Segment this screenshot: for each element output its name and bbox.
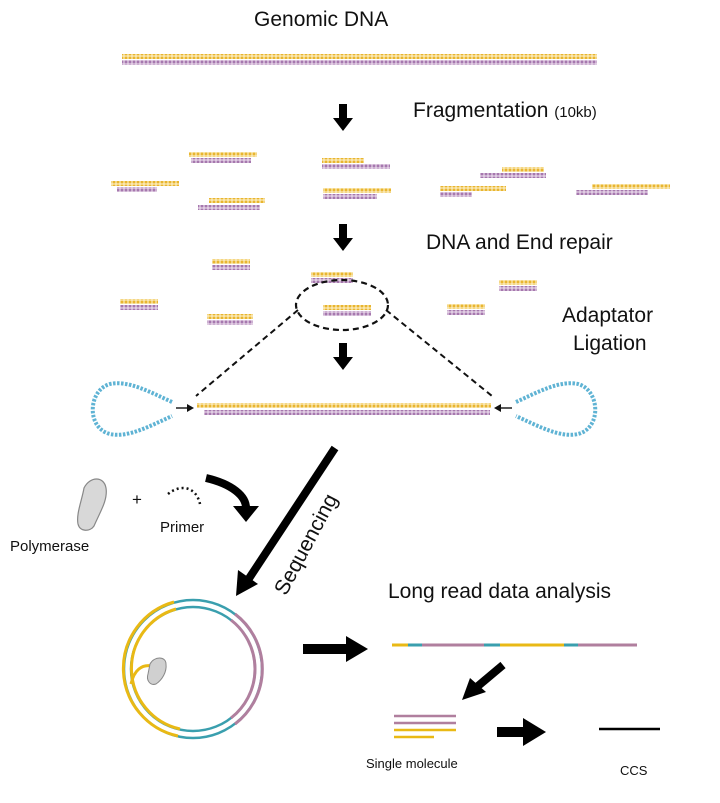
single-molecule-reads	[394, 714, 456, 739]
primer-label: Primer	[160, 519, 205, 536]
curved-arrow	[205, 474, 259, 522]
fragmented-dna	[111, 152, 670, 210]
genomic-dna-label: Genomic DNA	[254, 8, 389, 31]
ligation-arrow-left	[187, 404, 194, 412]
adaptator-label: Adaptator	[562, 304, 654, 327]
down-arrow-2	[333, 224, 353, 251]
arrow-to-long-read	[303, 636, 368, 662]
genomic-dna-strand	[122, 54, 597, 65]
plus-sign: +	[132, 490, 142, 509]
fragment-size-text: (10kb)	[554, 104, 597, 121]
polymerase-icon	[77, 478, 107, 531]
ligation-arrow-right	[494, 404, 501, 412]
zoom-line-left	[195, 309, 299, 397]
fragmentation-text: Fragmentation	[413, 99, 549, 122]
polymerase-label: Polymerase	[10, 538, 90, 555]
ligated-construct	[90, 381, 598, 437]
polymerase-on-template	[147, 657, 167, 685]
down-arrow-3	[333, 343, 353, 370]
zoom-line-right	[385, 309, 493, 397]
single-molecule-label: Single molecule	[366, 756, 458, 771]
zoom-ellipse	[294, 278, 390, 332]
ccs-label: CCS	[620, 763, 648, 778]
ligation-label: Ligation	[573, 332, 647, 355]
right-hairpin-adapter	[515, 381, 598, 437]
arrow-to-single-molecule	[462, 661, 506, 700]
sequencing-arrow	[236, 445, 339, 596]
down-arrows	[333, 104, 353, 370]
long-read-analysis-label: Long read data analysis	[388, 580, 611, 603]
fragmentation-label: Fragmentation (10kb)	[413, 99, 597, 123]
smrtbell-circle	[121, 598, 264, 740]
arrow-to-ccs	[497, 718, 546, 746]
down-arrow-1	[333, 104, 353, 131]
primer-icon	[167, 486, 202, 505]
left-hairpin-adapter	[90, 381, 173, 437]
dna-end-repair-label: DNA and End repair	[426, 231, 613, 254]
repaired-dna-fragments	[120, 259, 537, 325]
